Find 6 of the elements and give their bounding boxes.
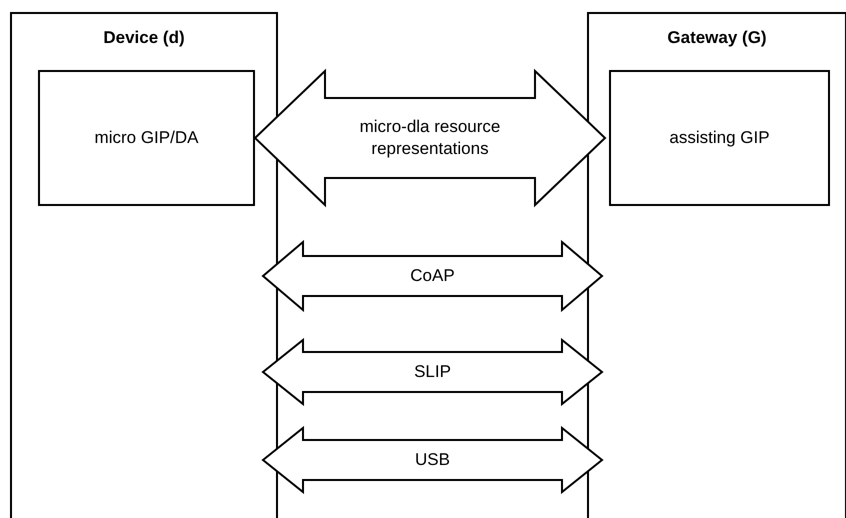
box-label: assisting GIP — [668, 128, 771, 148]
box-title: Gateway (G) — [666, 28, 768, 48]
component-box — [609, 70, 830, 206]
box-title: Device (d) — [102, 28, 186, 48]
component-box — [38, 70, 255, 206]
box-label: micro GIP/DA — [94, 128, 200, 148]
